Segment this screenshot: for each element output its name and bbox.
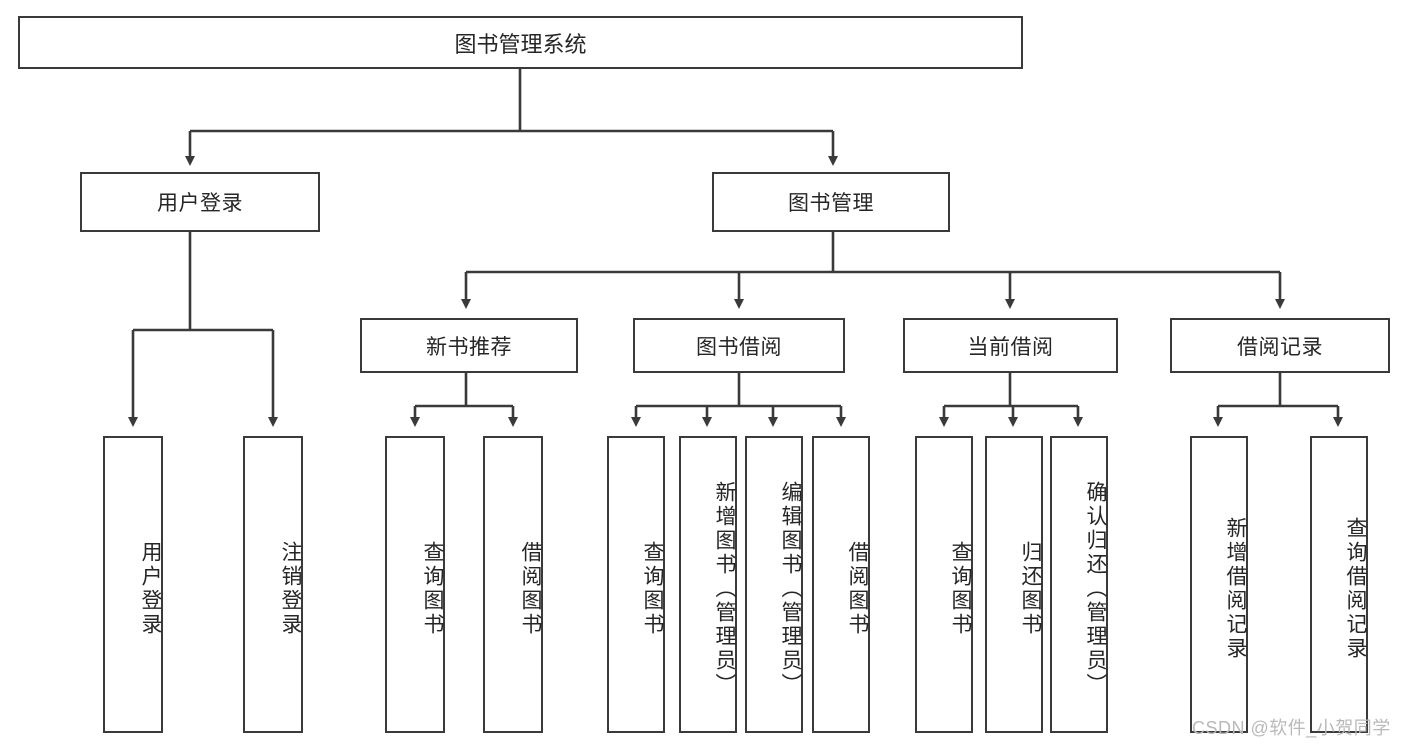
- node-label: 查询借阅记录: [1344, 516, 1367, 661]
- node-current-borrow[interactable]: 当前借阅: [903, 318, 1118, 373]
- node-label: 图书管理系统: [454, 31, 587, 57]
- node-label: 借阅记录: [1237, 335, 1323, 359]
- node-book-management[interactable]: 图书管理: [712, 172, 950, 232]
- node-new-book-recommend[interactable]: 新书推荐: [360, 318, 578, 373]
- node-leaf-borrow-book[interactable]: 借阅图书: [812, 436, 870, 733]
- node-label: 归还图书: [1019, 540, 1042, 637]
- node-label: 注销登录: [279, 540, 302, 637]
- node-label: 借阅图书: [519, 540, 542, 637]
- node-leaf-add-book-admin[interactable]: 新增图书（管理员）: [679, 436, 737, 733]
- node-leaf-user-login[interactable]: 用户登录: [103, 436, 163, 733]
- node-label: 新增借阅记录: [1224, 516, 1247, 661]
- node-leaf-query-book-current[interactable]: 查询图书: [915, 436, 973, 733]
- node-label: 查询图书: [949, 540, 972, 637]
- node-label: 查询图书: [421, 540, 444, 637]
- node-label: 用户登录: [139, 540, 162, 637]
- node-label: 编辑图书（管理员）: [779, 480, 802, 697]
- node-borrow-record[interactable]: 借阅记录: [1170, 318, 1390, 373]
- node-label: 图书管理: [788, 192, 874, 215]
- node-book-borrow[interactable]: 图书借阅: [633, 318, 845, 373]
- node-user-login[interactable]: 用户登录: [80, 172, 320, 232]
- node-label: 新增图书（管理员）: [713, 480, 736, 697]
- node-label: 确认归还（管理员）: [1084, 480, 1107, 697]
- node-label: 用户登录: [157, 192, 243, 215]
- node-leaf-query-borrow-record[interactable]: 查询借阅记录: [1310, 436, 1368, 733]
- node-leaf-query-book-recommend[interactable]: 查询图书: [385, 436, 445, 733]
- node-leaf-return-book[interactable]: 归还图书: [985, 436, 1043, 733]
- node-leaf-logout[interactable]: 注销登录: [243, 436, 303, 733]
- node-label: 当前借阅: [967, 335, 1054, 359]
- node-leaf-borrow-book-recommend[interactable]: 借阅图书: [483, 436, 543, 733]
- node-label: 图书借阅: [696, 335, 782, 359]
- node-label: 新书推荐: [426, 335, 512, 359]
- csdn-watermark: CSDN @软件_小贺同学: [1192, 718, 1391, 738]
- node-label: 查询图书: [641, 540, 664, 637]
- node-leaf-query-book-borrow[interactable]: 查询图书: [607, 436, 665, 733]
- node-label: 借阅图书: [846, 540, 869, 637]
- node-root-system[interactable]: 图书管理系统: [18, 16, 1023, 69]
- node-leaf-edit-book-admin[interactable]: 编辑图书（管理员）: [745, 436, 803, 733]
- node-leaf-add-borrow-record[interactable]: 新增借阅记录: [1190, 436, 1248, 733]
- node-leaf-confirm-return-admin[interactable]: 确认归还（管理员）: [1050, 436, 1108, 733]
